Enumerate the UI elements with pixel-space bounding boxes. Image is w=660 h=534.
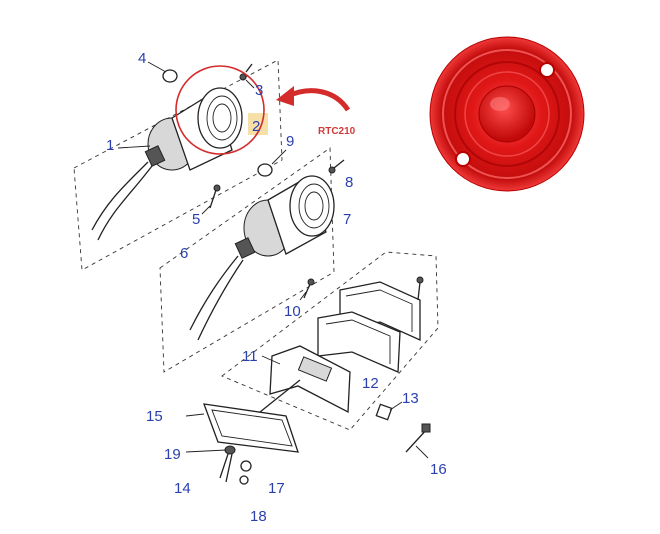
- callout-8: 8: [345, 174, 353, 191]
- callout-12: 12: [362, 375, 379, 392]
- lamp-rim-2: [197, 87, 243, 149]
- upper-lamp-group: [73, 59, 283, 271]
- screw-10: [307, 278, 315, 286]
- red-lens-photo: [429, 36, 585, 192]
- callout-5: 5: [192, 211, 200, 228]
- callout-4: 4: [138, 50, 146, 67]
- callout-9: 9: [286, 133, 294, 150]
- callout-18: 18: [250, 508, 267, 525]
- nut-17: [240, 460, 252, 472]
- lens-screw-hole-bottom: [455, 151, 471, 167]
- callout-19: 19: [164, 446, 181, 463]
- socket-1: [144, 145, 166, 167]
- callout-15: 15: [146, 408, 163, 425]
- middle-group-outline: [159, 147, 335, 373]
- bulb-9: [257, 163, 273, 177]
- screw-5: [213, 184, 221, 192]
- callout-2: 2: [252, 118, 260, 135]
- callout-16: 16: [430, 461, 447, 478]
- callout-10: 10: [284, 303, 301, 320]
- pointer-arrow-head: [276, 86, 294, 106]
- callout-1: 1: [106, 137, 114, 154]
- highlight-circle: [175, 65, 265, 155]
- socket-6: [234, 237, 256, 259]
- callout-11: 11: [242, 348, 258, 365]
- bulb-4: [162, 69, 178, 83]
- lamp-rim-7: [289, 175, 335, 237]
- nut-13: [375, 403, 393, 421]
- housing-15: [203, 403, 299, 453]
- lens-center: [478, 85, 536, 143]
- callout-6: 6: [180, 245, 188, 262]
- callout-13: 13: [402, 390, 419, 407]
- callout-3: 3: [255, 82, 263, 99]
- lens-screw-hole-top: [539, 62, 555, 78]
- washer-18: [239, 475, 249, 485]
- callout-17: 17: [268, 480, 285, 497]
- part-code-label: RTC210: [318, 126, 356, 137]
- grommet-19: [224, 445, 236, 455]
- lower-group-outline: [221, 251, 439, 431]
- base-plate-11: [269, 345, 351, 414]
- callout-labels: 4 3 2 1 9 8 5 7 6 10 11 12 13 15 19 16 1…: [106, 50, 447, 525]
- lower-lamp-group: [185, 251, 439, 485]
- middle-lamp-group: [159, 147, 345, 373]
- screw-8: [328, 166, 336, 174]
- screw-3: [239, 73, 247, 81]
- pointer-arrow-shaft: [286, 88, 351, 112]
- callout-7: 7: [343, 211, 351, 228]
- callout-14: 14: [174, 480, 191, 497]
